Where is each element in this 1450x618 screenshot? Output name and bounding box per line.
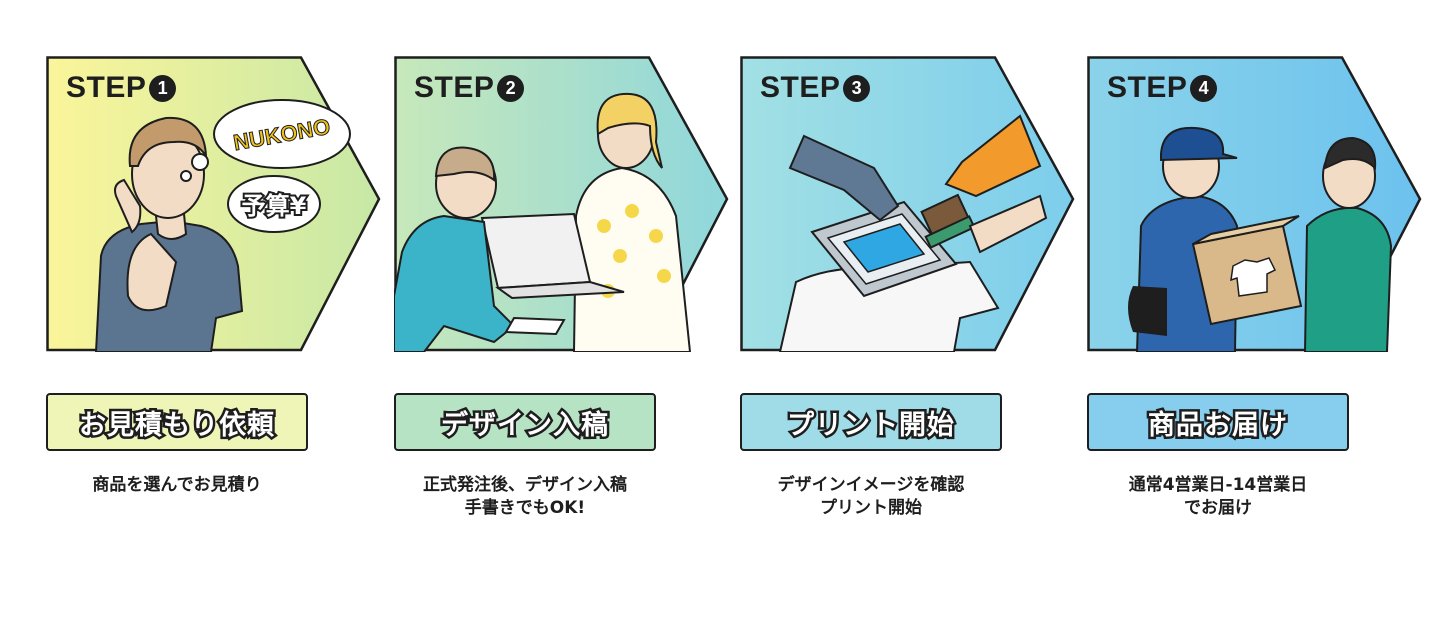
step-number-badge: 3 bbox=[843, 74, 871, 102]
thought-bubble: NUKONO 予算¥ bbox=[180, 99, 351, 233]
screen-printing-illustration bbox=[778, 114, 1048, 352]
step-number-badge: 4 bbox=[1190, 74, 1218, 102]
description-line: デザインイメージを確認 bbox=[777, 475, 965, 495]
description-line: 手書きでもOK! bbox=[464, 498, 586, 518]
step-1-title: お見積もり依頼 bbox=[46, 393, 308, 451]
delivery-illustration bbox=[1128, 126, 1393, 352]
step-2-title: デザイン入稿 bbox=[394, 393, 656, 451]
description-line: 商品を選んでお見積り bbox=[92, 475, 262, 495]
budget-text: 予算¥ bbox=[242, 192, 307, 220]
step-4-title: 商品お届け bbox=[1087, 393, 1349, 451]
step-3-description: デザインイメージを確認 プリント開始 bbox=[740, 474, 1002, 520]
step-number-badge: 2 bbox=[497, 74, 525, 102]
description-line: でお届け bbox=[1184, 498, 1252, 518]
step-3-title: プリント開始 bbox=[740, 393, 1002, 451]
step-4-description: 通常4営業日-14営業日 でお届け bbox=[1087, 474, 1349, 520]
step-number-badge: 1 bbox=[149, 74, 177, 102]
step-1-description: 商品を選んでお見積り bbox=[46, 474, 308, 497]
description-line: 正式発注後、デザイン入稿 bbox=[423, 475, 627, 495]
description-line: プリント開始 bbox=[820, 498, 922, 518]
step-2-description: 正式発注後、デザイン入稿 手書きでもOK! bbox=[394, 474, 656, 520]
description-line: 通常4営業日-14営業日 bbox=[1128, 475, 1308, 495]
design-meeting-illustration bbox=[394, 92, 692, 352]
